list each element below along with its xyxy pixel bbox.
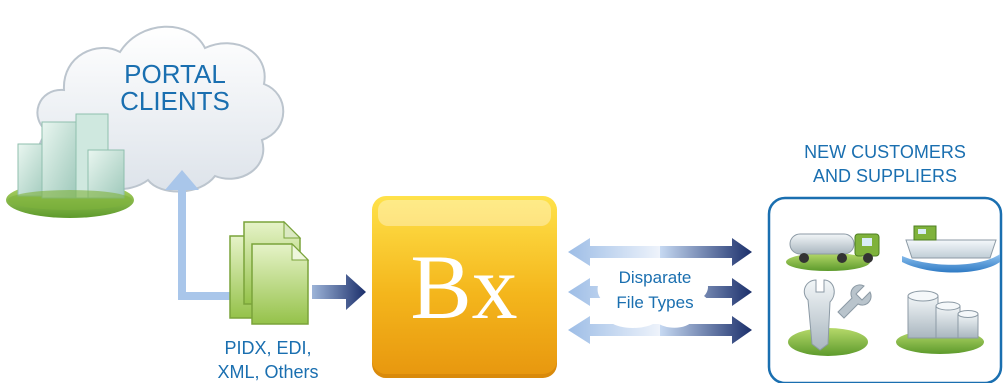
portal-title-line2: CLIENTS — [120, 86, 230, 116]
partners-title-line2: AND SUPPLIERS — [813, 166, 957, 186]
exchange-line2: File Types — [616, 293, 693, 312]
formats-line2: XML, Others — [217, 362, 318, 382]
portal-clients-group: PORTAL CLIENTS — [6, 25, 285, 218]
up-arrow-connector — [165, 170, 240, 300]
input-arrow — [312, 274, 366, 310]
partners-title-line1: NEW CUSTOMERS — [804, 142, 966, 162]
exchange-arrow-3 — [568, 316, 752, 344]
storage-tanks-icon — [896, 290, 984, 354]
formats-line1: PIDX, EDI, — [224, 338, 311, 358]
truck-icon — [786, 233, 880, 271]
exchange-arrow-1 — [568, 238, 752, 266]
tools-icon — [788, 279, 872, 356]
partners-panel — [767, 196, 1003, 383]
exchange-line1: Disparate — [619, 268, 692, 287]
portal-title-line1: PORTAL — [124, 59, 226, 89]
buildings-icon — [6, 113, 134, 218]
ship-icon — [902, 225, 1000, 273]
exchange-arrows: Disparate File Types — [568, 238, 752, 344]
documents-icon — [229, 220, 310, 325]
bx-hub: Bx — [372, 196, 557, 378]
file-types-cloud-icon — [595, 259, 710, 328]
hub-label: Bx — [410, 236, 517, 338]
